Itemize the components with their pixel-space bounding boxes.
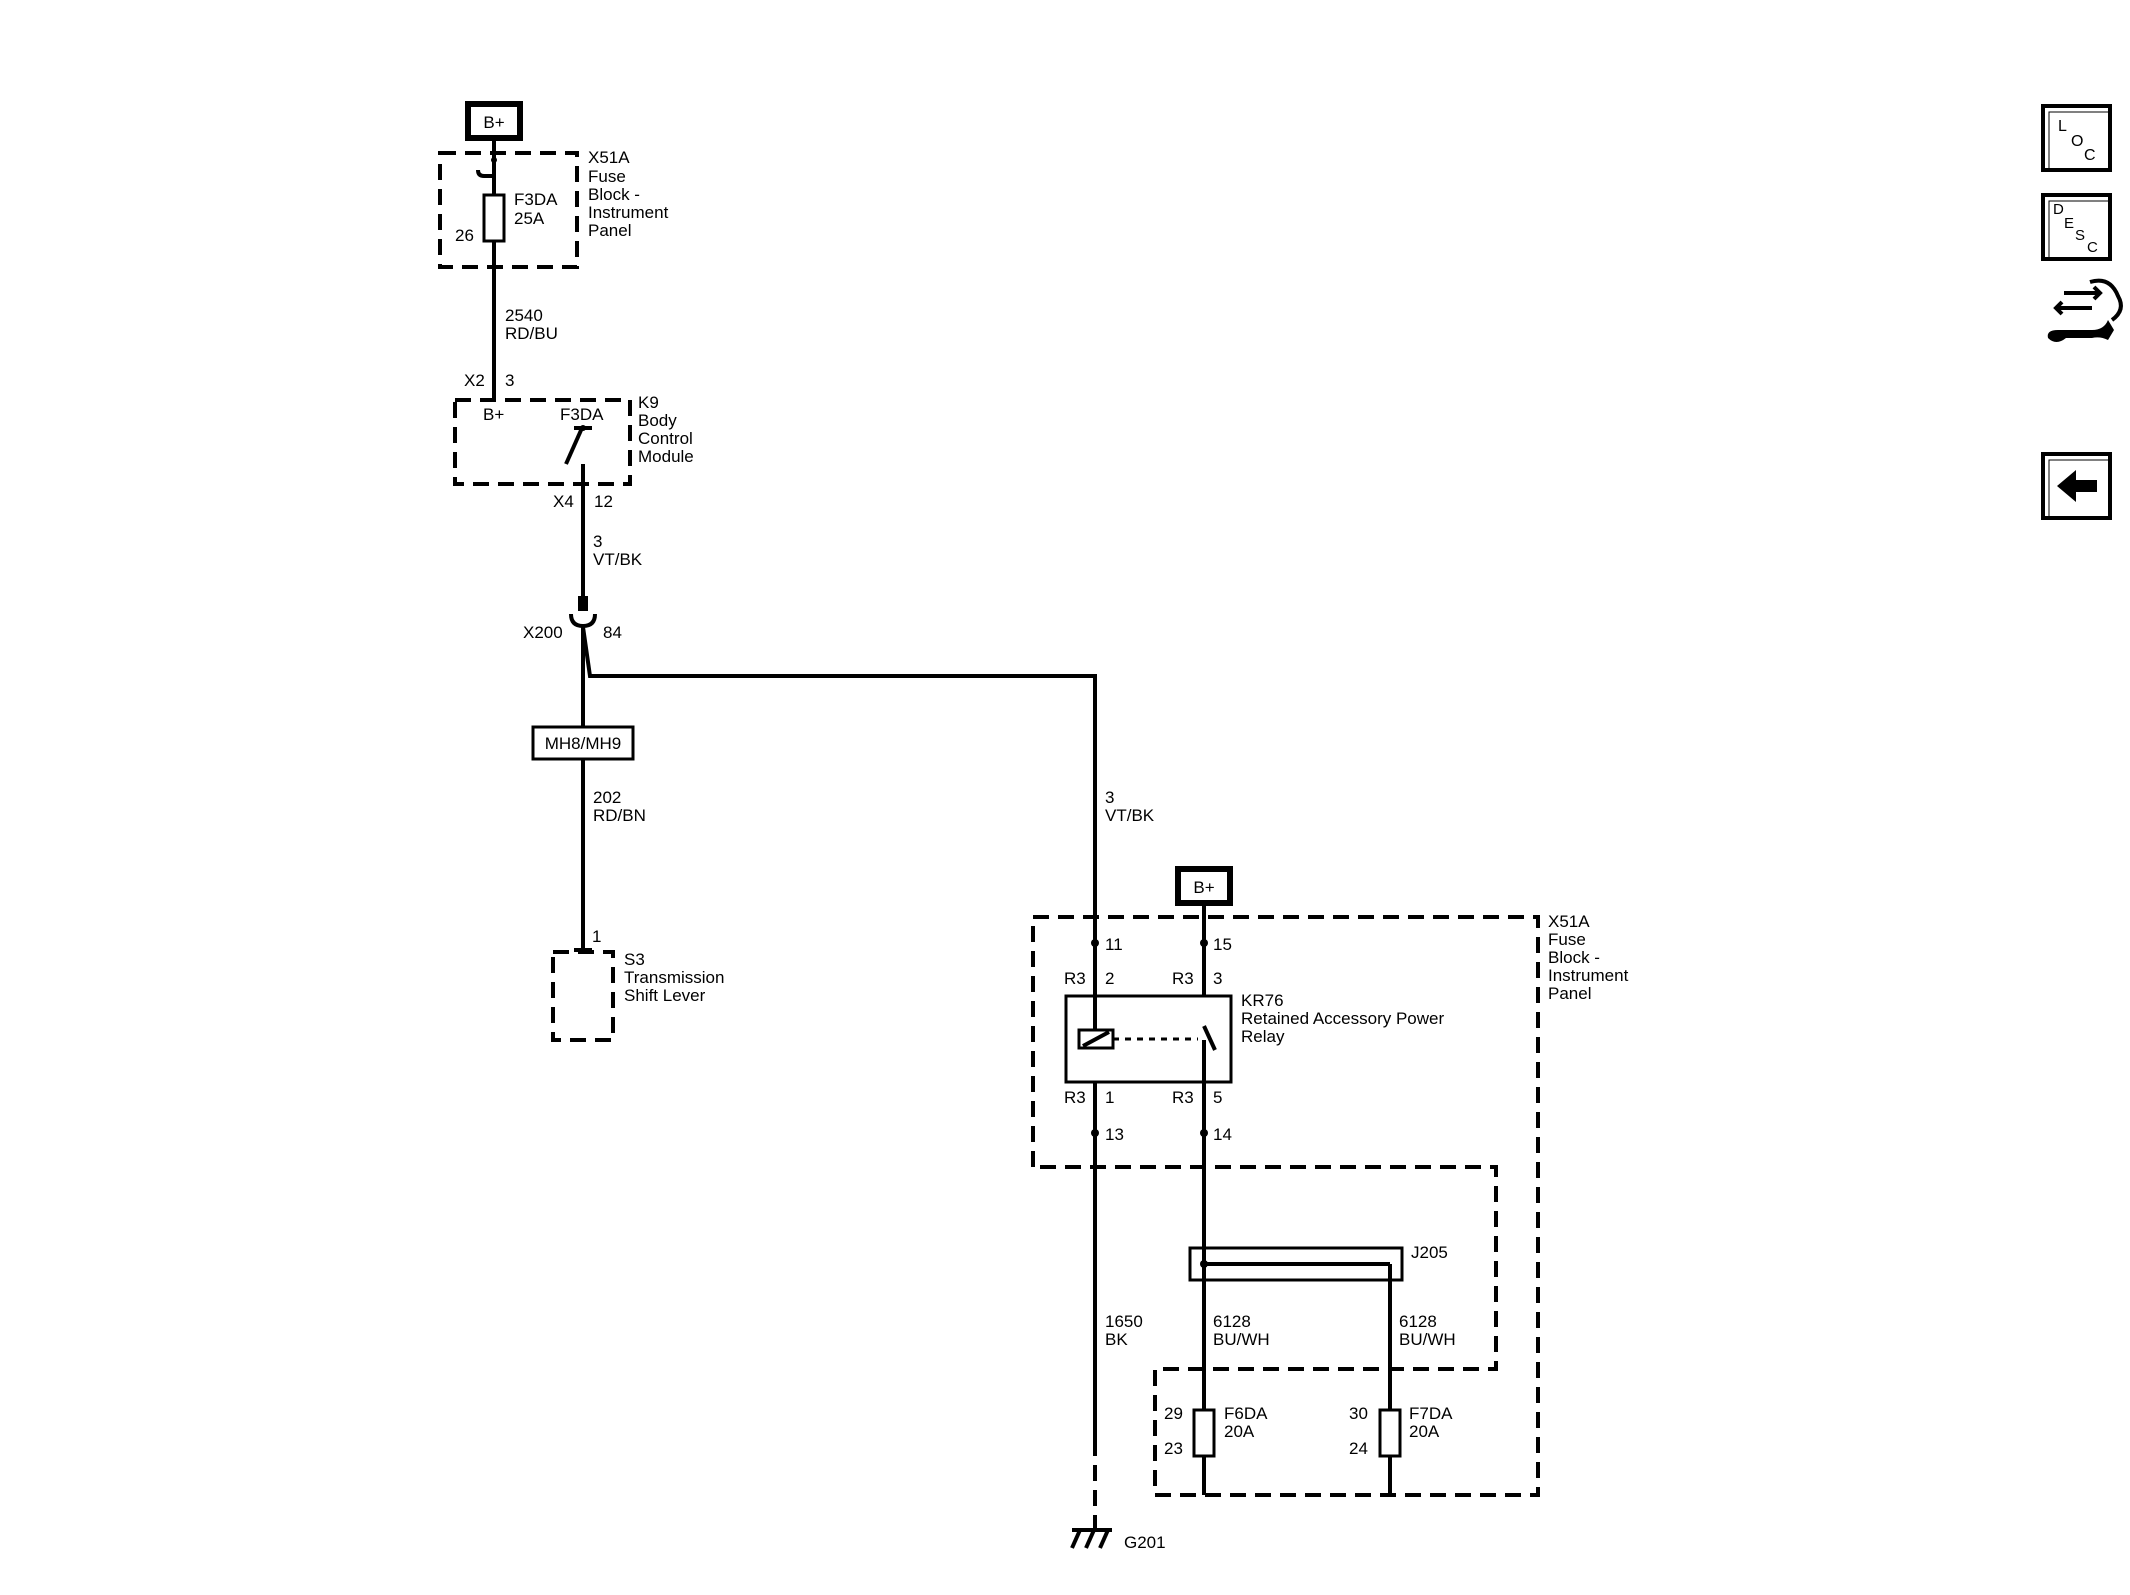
- wire-3b-color: VT/BK: [1105, 806, 1155, 825]
- wire-6128a-color: BU/WH: [1213, 1330, 1270, 1349]
- loc-letter-c: C: [2084, 147, 2096, 164]
- bcm-pin-3: 3: [505, 371, 514, 390]
- bcm-connector-x4: X4: [553, 492, 574, 511]
- fuse-block-right-name: X51A: [1548, 912, 1590, 931]
- desc-letter-c: C: [2087, 239, 2098, 256]
- bcm-bplus-label: B+: [483, 405, 504, 424]
- wire-3a-color: VT/BK: [593, 550, 643, 569]
- bcm-switch-symbol: [564, 427, 584, 465]
- wire-1650-circuit: 1650: [1105, 1312, 1143, 1331]
- wire-2540-circuit: 2540: [505, 306, 543, 325]
- desc-letter-d: D: [2053, 201, 2064, 218]
- connector-x200-pin: 84: [603, 623, 622, 642]
- connector-repair-icon[interactable]: [2047, 278, 2123, 342]
- bcm-desc-2: Control: [638, 429, 693, 448]
- relay-desc-1: Retained Accessory Power: [1241, 1009, 1444, 1028]
- shift-lever-desc-2: Shift Lever: [624, 986, 706, 1005]
- fuse-block-top-desc-2: Block -: [588, 185, 640, 204]
- fuse-f6da-pin-top: 29: [1164, 1404, 1183, 1423]
- fuse-block-right-desc-1: Fuse: [1548, 930, 1586, 949]
- fuse-f3da-label: F3DA: [514, 190, 558, 209]
- bcm-desc-1: Body: [638, 411, 677, 430]
- relay-r3-label-5: R3: [1172, 1088, 1194, 1107]
- wire-202-circuit: 202: [593, 788, 621, 807]
- harness-ref-box[interactable]: [531, 725, 635, 761]
- fuse-block-top-outline: [438, 151, 579, 269]
- desc-letter-s: S: [2075, 227, 2085, 244]
- relay-pin-11: 11: [1105, 935, 1123, 954]
- bcm-outline: [453, 398, 632, 486]
- harness-ref-label: MH8/MH9: [545, 734, 622, 753]
- fuse-f7da-pin-top: 30: [1349, 1404, 1368, 1423]
- relay-pin-15: 15: [1213, 935, 1232, 954]
- fuse-f3da-symbol: [482, 193, 506, 243]
- wire-1650-color: BK: [1105, 1330, 1128, 1349]
- wire-3a-circuit: 3: [593, 532, 602, 551]
- relay-pin-3: 3: [1213, 969, 1222, 988]
- loc-icon[interactable]: L O C: [2041, 104, 2112, 172]
- fuse-block-top-desc-1: Fuse: [588, 167, 626, 186]
- shift-lever-desc-1: Transmission: [624, 968, 724, 987]
- desc-letter-e: E: [2064, 215, 2074, 232]
- relay-pin-2: 2: [1105, 969, 1114, 988]
- wire-3b-path: [581, 626, 1097, 1440]
- fuse-block-right-desc-4: Panel: [1548, 984, 1591, 1003]
- relay-pin-13: 13: [1105, 1125, 1124, 1144]
- relay-r3-label-3: R3: [1172, 969, 1194, 988]
- loc-letter-l: L: [2058, 118, 2067, 135]
- loc-letter-o: O: [2071, 133, 2083, 150]
- bcm-connector-x2: X2: [464, 371, 485, 390]
- fuse-block-right-desc-3: Instrument: [1548, 966, 1629, 985]
- fuse-f7da-name: F7DA: [1409, 1404, 1453, 1423]
- shift-lever-outline: [551, 950, 615, 1042]
- splice-name: J205: [1411, 1243, 1448, 1262]
- fuse-clip-symbol: [476, 169, 494, 178]
- wire-6128b-circuit: 6128: [1399, 1312, 1437, 1331]
- relay-pin-5: 5: [1213, 1088, 1222, 1107]
- relay-pin-1: 1: [1105, 1088, 1114, 1107]
- relay-pin-14: 14: [1213, 1125, 1232, 1144]
- bcm-desc-3: Module: [638, 447, 694, 466]
- fuse-block-top-pin: 26: [455, 226, 474, 245]
- wire-6128a-circuit: 6128: [1213, 1312, 1251, 1331]
- battery-positive-right: B+: [1175, 866, 1233, 906]
- relay-r3-label-1: R3: [1064, 1088, 1086, 1107]
- fuse-block-right-desc-2: Block -: [1548, 948, 1600, 967]
- fuse-block-right-outline: [1031, 915, 1540, 1497]
- wire-2540-color: RD/BU: [505, 324, 558, 343]
- fuse-f6da-rating: 20A: [1224, 1422, 1255, 1441]
- back-arrow-icon[interactable]: [2041, 452, 2112, 520]
- relay-desc-2: Relay: [1241, 1027, 1285, 1046]
- ground-name: G201: [1124, 1533, 1166, 1552]
- shift-lever-pin: 1: [592, 927, 601, 946]
- wire-3b-circuit: 3: [1105, 788, 1114, 807]
- fuse-f6da-name: F6DA: [1224, 1404, 1268, 1423]
- fuse-block-top-desc-4: Panel: [588, 221, 631, 240]
- bcm-switch-label: F3DA: [560, 405, 604, 424]
- wire-202-color: RD/BN: [593, 806, 646, 825]
- fuse-f3da-rating: 25A: [514, 209, 545, 228]
- battery-label-right: B+: [1193, 878, 1214, 897]
- shift-lever-name: S3: [624, 950, 645, 969]
- wire-6128b-color: BU/WH: [1399, 1330, 1456, 1349]
- fuse-f6da-symbol: [1192, 1408, 1216, 1458]
- relay-switch-symbol: [1202, 1025, 1217, 1051]
- fuse-block-top-desc-3: Instrument: [588, 203, 669, 222]
- connector-x200-symbol: [569, 596, 597, 629]
- battery-positive-top: B+: [465, 101, 523, 141]
- fuse-f7da-symbol: [1378, 1408, 1402, 1458]
- fuse-f7da-rating: 20A: [1409, 1422, 1440, 1441]
- ground-symbol: [1070, 1528, 1112, 1549]
- desc-icon[interactable]: D E S C: [2041, 193, 2112, 261]
- fuse-block-top-name: X51A: [588, 148, 630, 167]
- relay-name: KR76: [1241, 991, 1284, 1010]
- battery-label-top: B+: [483, 113, 504, 132]
- relay-r3-label-2: R3: [1064, 969, 1086, 988]
- bcm-pin-12: 12: [594, 492, 613, 511]
- bcm-name: K9: [638, 393, 659, 412]
- connector-x200-name: X200: [523, 623, 563, 642]
- fuse-f7da-pin-bottom: 24: [1349, 1439, 1368, 1458]
- fuse-f6da-pin-bottom: 23: [1164, 1439, 1183, 1458]
